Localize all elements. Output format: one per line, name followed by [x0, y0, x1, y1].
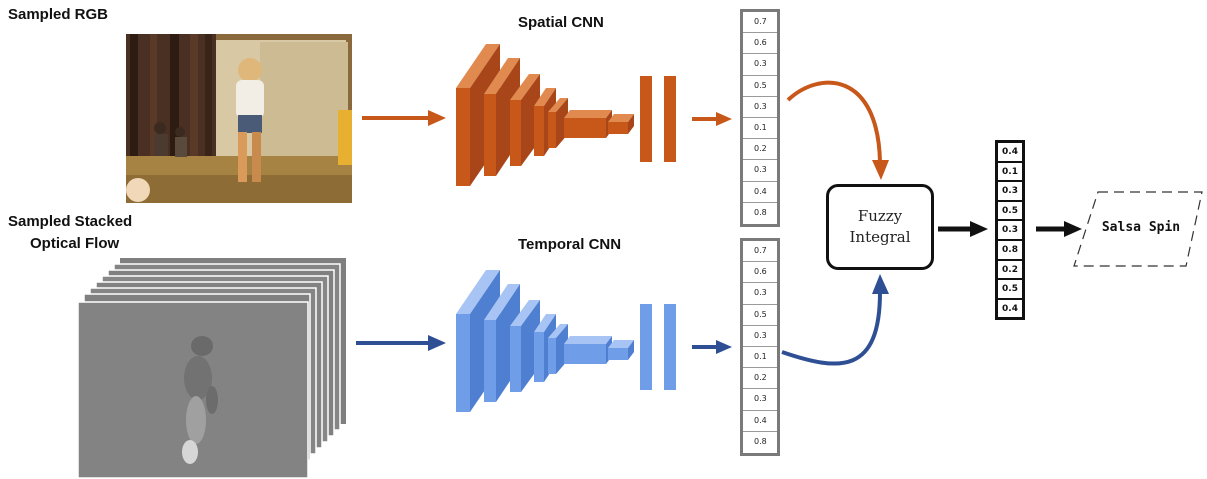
- temporal-score-cell: 0.5: [743, 305, 777, 326]
- temporal-score-cell: 0.8: [754, 436, 767, 446]
- fused-to-output-arrow: [1036, 221, 1082, 237]
- fused-score-cell: 0.3: [998, 221, 1022, 241]
- temporal-score-vector: 0.7 0.6 0.3 0.5 0.3 0.1 0.2 0.3 0.4 0.8: [740, 238, 780, 456]
- temporal-score-cell: 0.3: [743, 326, 777, 347]
- temporal-cnn-network: [456, 270, 676, 412]
- spatial-cnn-network: [456, 44, 676, 186]
- fused-score-cell: 0.1: [998, 163, 1022, 183]
- temporal-score-cell: 0.1: [743, 347, 777, 369]
- temporal-score-cell: 0.4: [743, 411, 777, 432]
- spatial-score-cell: 0.5: [743, 76, 777, 97]
- fused-score-vector: 0.4 0.1 0.3 0.5 0.3 0.8 0.2 0.5 0.4: [995, 140, 1025, 320]
- spatial-score-cell: 0.8: [754, 207, 767, 217]
- fused-score-cell: 0.5: [998, 202, 1022, 222]
- spatial-to-fuzzy-arrow: [786, 80, 889, 180]
- fused-score-cell: 0.5: [998, 280, 1022, 300]
- spatial-score-cell: 0.6: [743, 33, 777, 55]
- spatial-score-vector: 0.7 0.6 0.3 0.5 0.3 0.1 0.2 0.3 0.4 0.8: [740, 9, 780, 227]
- spatial-score-cell: 0.7: [743, 12, 777, 34]
- spatial-score-cell: 0.4: [743, 182, 777, 203]
- fused-score-cell: 0.8: [998, 241, 1022, 261]
- temporal-score-cell: 0.2: [743, 368, 777, 390]
- temporal-score-cell: 0.7: [743, 241, 777, 263]
- rgb-to-spatial-arrow: [362, 110, 446, 126]
- fused-score-cell: 0.3: [998, 182, 1022, 202]
- fuzzy-label-line1: Fuzzy: [857, 207, 903, 225]
- fuzzy-to-fused-arrow: [938, 221, 988, 237]
- temporal-score-cell: 0.3: [743, 283, 777, 305]
- rgb-frame-image: [126, 34, 352, 203]
- temporal-score-cell: 0.6: [743, 262, 777, 284]
- flow-label-line2: Optical Flow: [30, 235, 120, 252]
- spatial-score-cell: 0.3: [743, 97, 777, 118]
- optical-flow-stack: [77, 258, 346, 479]
- temporal-to-fuzzy-arrow: [781, 274, 889, 366]
- flow-input-label: Sampled Stacked Optical Flow: [8, 211, 132, 255]
- fused-score-cell: 0.4: [998, 143, 1022, 163]
- spatial-score-cell: 0.3: [743, 160, 777, 182]
- fuzzy-label-line2: Integral: [849, 228, 911, 246]
- fused-score-cell: 0.2: [998, 261, 1022, 281]
- fused-score-cell: 0.4: [1002, 303, 1018, 314]
- temporal-score-cell: 0.3: [743, 389, 777, 411]
- spatial-score-cell: 0.2: [743, 139, 777, 161]
- temporal-to-scores-arrow: [692, 340, 732, 354]
- output-parallelogram: [1073, 191, 1203, 267]
- flow-to-temporal-arrow: [356, 335, 446, 351]
- spatial-cnn-title: Spatial CNN: [518, 14, 604, 31]
- predicted-class-label: Salsa Spin: [1101, 220, 1181, 235]
- spatial-score-cell: 0.3: [743, 54, 777, 76]
- rgb-input-label: Sampled RGB: [8, 6, 109, 23]
- spatial-score-cell: 0.1: [743, 118, 777, 140]
- temporal-cnn-title: Temporal CNN: [518, 236, 622, 253]
- fuzzy-integral-block: Fuzzy Integral: [826, 184, 934, 270]
- spatial-to-scores-arrow: [692, 112, 732, 126]
- flow-label-line1: Sampled Stacked: [8, 213, 133, 230]
